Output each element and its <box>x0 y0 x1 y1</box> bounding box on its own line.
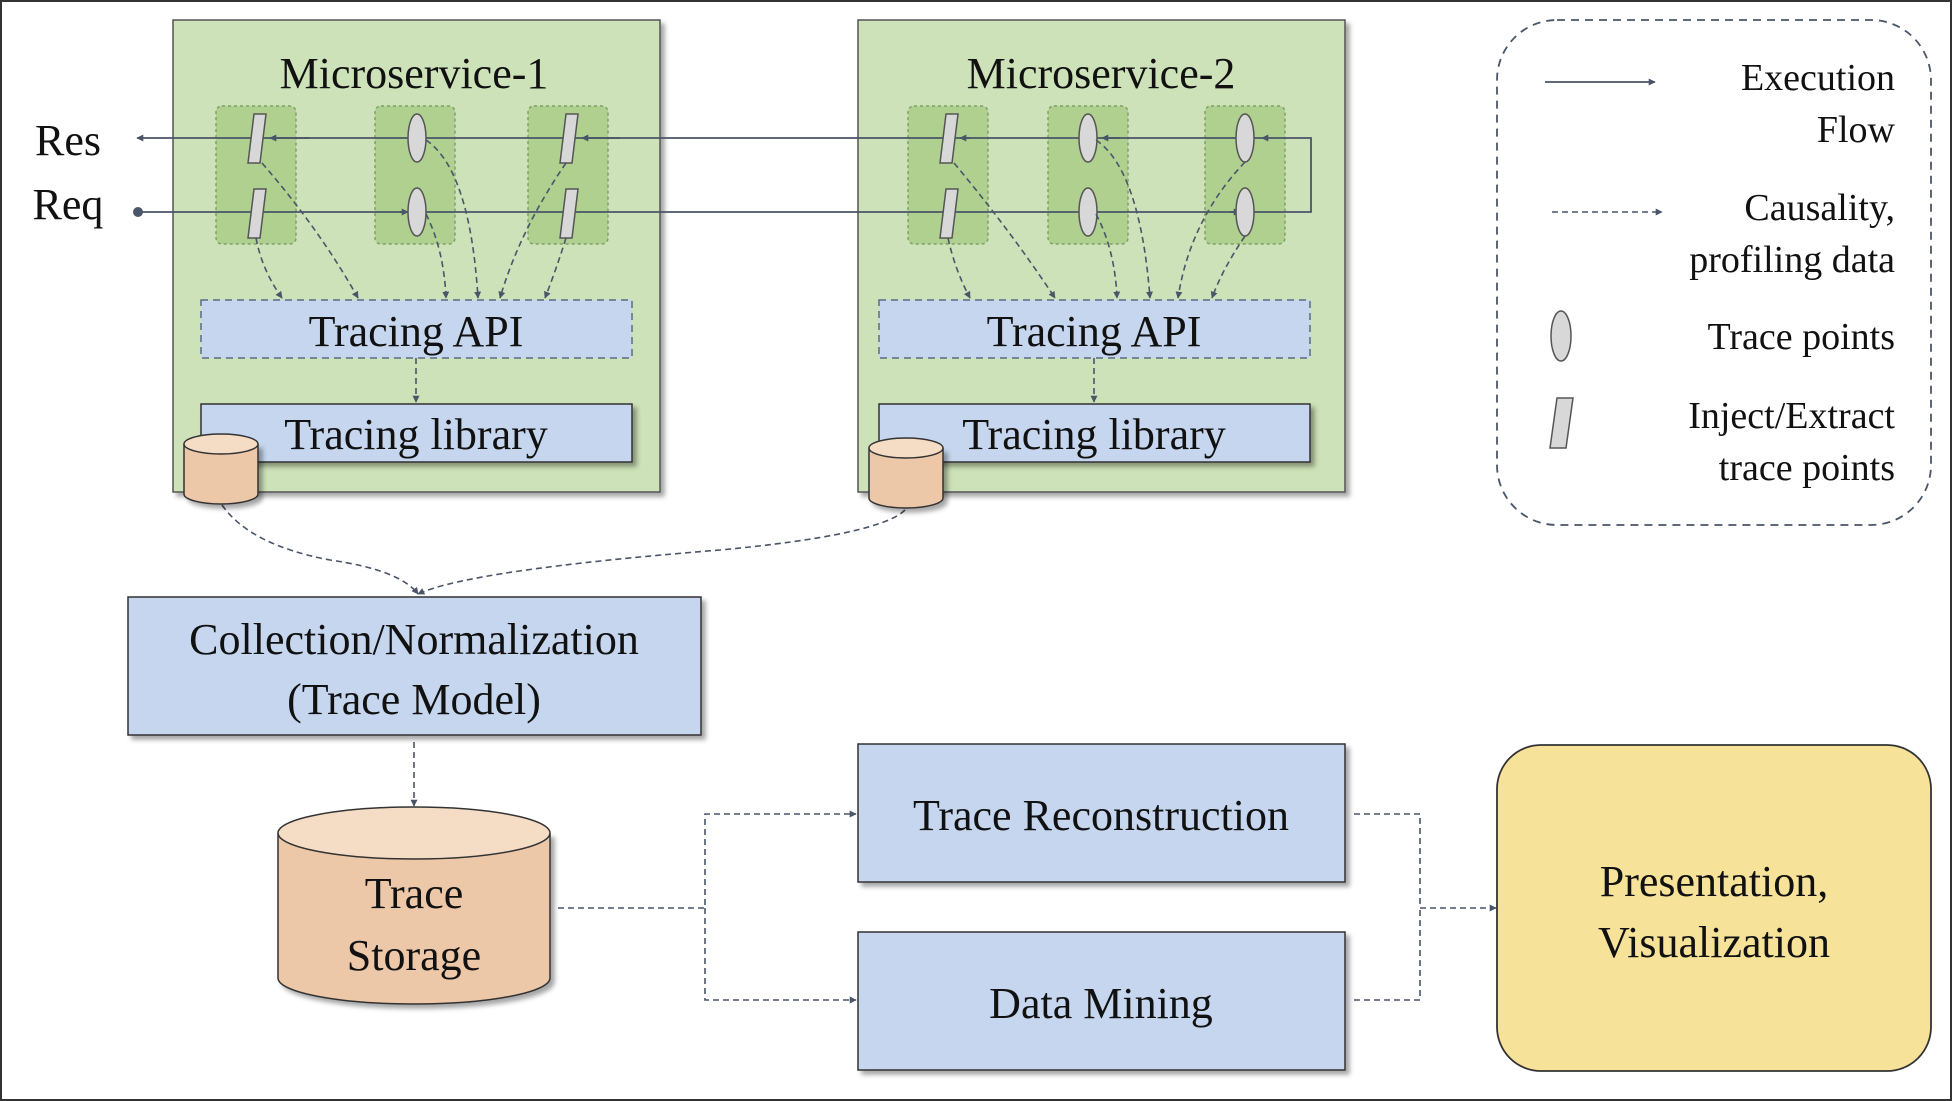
microservice-1-title: Microservice-1 <box>280 49 549 98</box>
microservice-2: Microservice-2 Tracing API Tracing libra… <box>857 19 1346 493</box>
req-start-dot <box>133 207 143 217</box>
legend-box <box>1496 19 1932 526</box>
tracing-library-box-1 <box>200 403 633 463</box>
req-label: Req <box>33 180 104 229</box>
inject-extract-point <box>939 188 959 239</box>
legend-trace-points-label: Trace points <box>1707 316 1895 358</box>
storage-label-line2: Storage <box>347 931 481 980</box>
inject-extract-point <box>247 113 267 164</box>
execution-flow <box>136 134 1312 216</box>
microservice-1: Microservice-1 Tracing API Tracing libra… <box>172 19 661 493</box>
tracing-api-box-1 <box>200 299 633 359</box>
trace-storage: Trace Storage <box>277 806 551 1005</box>
legend-execution-line2: Flow <box>1817 109 1896 151</box>
local-storage-1 <box>183 433 259 505</box>
tracing-api-box-2 <box>878 299 1311 359</box>
trace-cell <box>907 105 989 245</box>
trace-point <box>407 187 427 237</box>
collection-label-line2: (Trace Model) <box>287 675 541 724</box>
trace-point <box>1235 113 1255 163</box>
trace-cell <box>374 105 456 245</box>
res-label: Res <box>35 116 101 165</box>
data-mining-label: Data Mining <box>989 979 1213 1028</box>
tracing-library-box-2 <box>878 403 1311 463</box>
legend-causality-line2: profiling data <box>1689 239 1895 281</box>
tracing-library-label-2: Tracing library <box>962 410 1226 459</box>
legend-inject-line1: Inject/Extract <box>1688 395 1895 437</box>
legend-inject-icon <box>1549 397 1574 449</box>
legend: Execution Flow Causality, profiling data… <box>1496 19 1932 526</box>
tracing-library-label-1: Tracing library <box>284 410 548 459</box>
inject-extract-point <box>559 113 579 164</box>
trace-point <box>1235 187 1255 237</box>
legend-causality-line1: Causality, <box>1744 187 1895 229</box>
flow-loopback <box>1261 134 1312 213</box>
trace-point <box>1078 187 1098 237</box>
legend-inject-line2: trace points <box>1719 447 1895 489</box>
microservice-2-title: Microservice-2 <box>967 49 1236 98</box>
causality-arrows <box>221 139 1246 595</box>
tracing-api-label-1: Tracing API <box>309 307 524 356</box>
legend-execution-line1: Execution <box>1741 57 1895 99</box>
collection-label-line1: Collection/Normalization <box>189 615 639 664</box>
inject-extract-point <box>247 188 267 239</box>
data-mining-box <box>857 931 1346 1071</box>
tracing-api-label-2: Tracing API <box>987 307 1202 356</box>
presentation-label-line1: Presentation, <box>1600 857 1829 906</box>
analysis-connectors <box>558 810 1497 1004</box>
presentation-box <box>1496 744 1932 1072</box>
trace-point <box>407 113 427 163</box>
collection-box <box>127 596 702 736</box>
trace-points <box>247 113 1255 239</box>
inject-extract-point <box>559 188 579 239</box>
inject-extract-point <box>939 113 959 164</box>
trace-reconstruction-box <box>857 743 1346 883</box>
legend-trace-point-icon <box>1550 310 1572 362</box>
trace-point <box>1078 113 1098 163</box>
local-storage-2 <box>868 437 944 509</box>
presentation-label-line2: Visualization <box>1598 918 1830 967</box>
trace-reconstruction-label: Trace Reconstruction <box>913 791 1289 840</box>
storage-label-line1: Trace <box>365 869 464 918</box>
